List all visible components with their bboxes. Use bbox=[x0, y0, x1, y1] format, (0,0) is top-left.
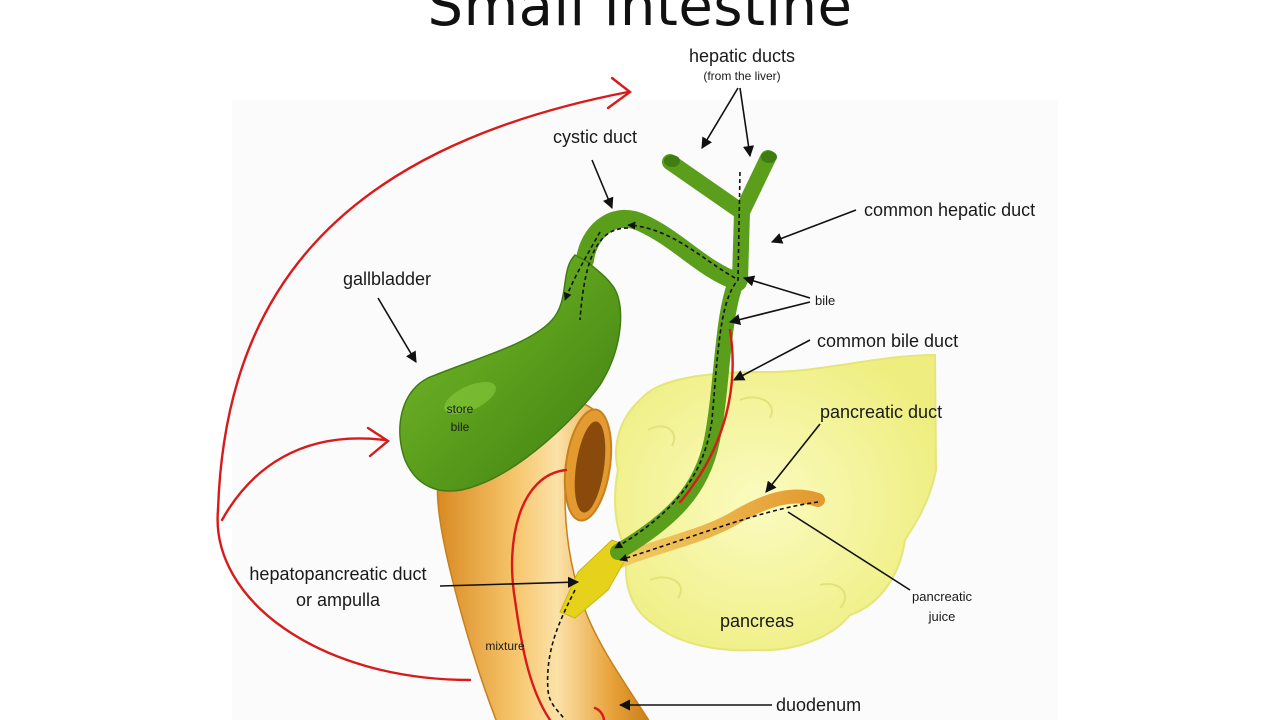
labels: hepatic ducts (from the liver) cystic du… bbox=[249, 46, 1035, 715]
bile-flow-paths bbox=[546, 171, 819, 720]
arrow-common-bile-duct bbox=[733, 339, 811, 381]
gallbladder-ducts bbox=[399, 150, 777, 560]
arrow-cystic-duct bbox=[591, 159, 614, 210]
label-common-bile-duct: common bile duct bbox=[817, 331, 958, 351]
arrow-common-hepatic-duct bbox=[770, 209, 857, 244]
label-or-ampulla: or ampulla bbox=[296, 590, 381, 610]
label-pancreas: pancreas bbox=[720, 611, 794, 631]
arrow-gallbladder bbox=[377, 297, 417, 363]
label-pancreatic-duct: pancreatic duct bbox=[820, 402, 942, 422]
arrow-hepatic-left bbox=[701, 87, 739, 149]
line-pancreatic-juice bbox=[787, 511, 911, 591]
arrow-pancreatic-duct bbox=[765, 423, 821, 493]
label-cystic-duct: cystic duct bbox=[553, 127, 637, 147]
arrow-ampulla bbox=[439, 576, 580, 588]
label-from-the-liver: (from the liver) bbox=[703, 69, 780, 83]
label-hepatopancreatic-duct: hepatopancreatic duct bbox=[249, 564, 426, 584]
arrow-hepatic-right bbox=[739, 87, 755, 158]
label-mixture: mixture bbox=[485, 639, 525, 653]
red-arrow-to-liver bbox=[216, 90, 630, 512]
red-arrow-loop-bottom bbox=[216, 508, 472, 682]
slide-title: Small intestine bbox=[427, 0, 853, 39]
label-duodenum: duodenum bbox=[776, 695, 861, 715]
label-gallbladder: gallbladder bbox=[343, 269, 431, 289]
label-bile: bile bbox=[815, 293, 835, 308]
label-juice: juice bbox=[928, 609, 956, 624]
label-store: store bbox=[447, 402, 474, 416]
arrow-bile-lower bbox=[728, 301, 811, 325]
label-store-bile: bile bbox=[451, 420, 470, 434]
red-line-duodenum bbox=[510, 468, 568, 720]
label-hepatic-ducts: hepatic ducts bbox=[689, 46, 795, 66]
label-pancreatic: pancreatic bbox=[912, 589, 972, 604]
red-annotations bbox=[216, 76, 734, 720]
red-arrow-to-gallbladder bbox=[220, 437, 387, 522]
pointer-arrows bbox=[377, 87, 911, 711]
red-line-bile-duct bbox=[678, 328, 734, 504]
label-common-hepatic-duct: common hepatic duct bbox=[864, 200, 1035, 220]
arrow-bile-upper bbox=[742, 275, 811, 299]
